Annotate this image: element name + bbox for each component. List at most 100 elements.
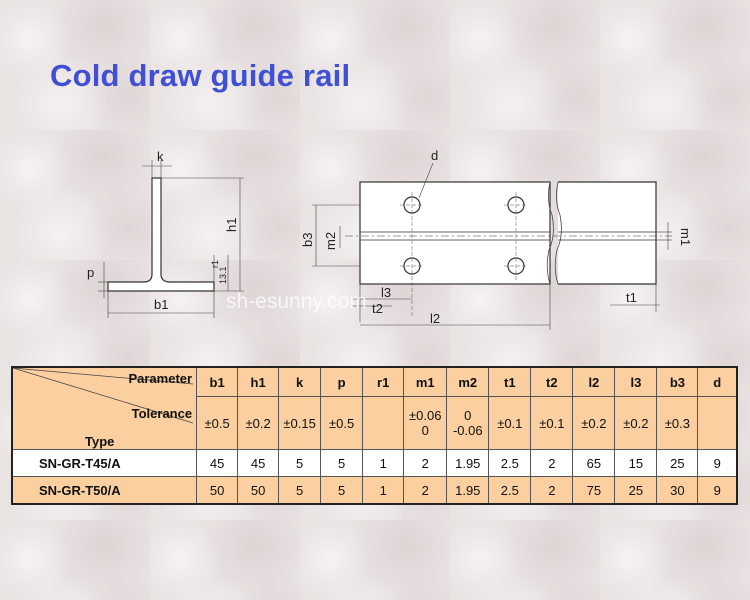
table-row: SN-GR-T45/A 45 45 5 5 1 2 1.95 2.5 2 65 … <box>11 449 738 477</box>
table-cell: 5 <box>278 449 322 477</box>
header-b1: b1 <box>196 366 239 397</box>
table-cell: 1 <box>362 476 405 505</box>
header-l2: l2 <box>572 366 616 397</box>
table-cell: 9 <box>697 449 738 477</box>
header-m2: m2 <box>446 366 490 397</box>
table-cell: 1 <box>362 449 405 477</box>
tolerance-value: 0 <box>464 408 472 423</box>
tolerance-cell: ±0.2 <box>614 396 658 450</box>
header-m1: m1 <box>403 366 448 397</box>
tolerance-value: -0.06 <box>452 423 483 438</box>
header-p: p <box>320 366 364 397</box>
table-cell: 75 <box>572 476 616 505</box>
header-t2: t2 <box>530 366 574 397</box>
dim-label-t1: t1 <box>626 290 637 305</box>
dim-label-b1: b1 <box>154 297 168 312</box>
header-l3: l3 <box>614 366 658 397</box>
table-cell: 15 <box>614 449 658 477</box>
tolerance-cell: ±0.1 <box>530 396 574 450</box>
dim-label-l2: l2 <box>430 311 440 326</box>
corner-label-type: Type <box>85 434 115 449</box>
tolerance-value: ±0.2 <box>245 415 271 431</box>
table-cell: 45 <box>237 449 280 477</box>
dim-label-r1: r1 <box>210 260 220 268</box>
tolerance-value: ±0.1 <box>539 415 565 431</box>
table-cell: 2.5 <box>488 476 532 505</box>
watermark-text: sh-esunny.com <box>226 290 367 313</box>
dim-label-t2: t2 <box>372 301 383 316</box>
dim-label-d: d <box>431 148 438 163</box>
dim-label-k: k <box>157 149 164 164</box>
tolerance-cell: ±0.2 <box>237 396 280 450</box>
tolerance-value: ±0.5 <box>329 415 355 431</box>
table-cell: 45 <box>196 449 239 477</box>
table-cell: 2.5 <box>488 449 532 477</box>
header-d: d <box>697 366 738 397</box>
tolerance-cell: ±0.1 <box>488 396 532 450</box>
table-cell: 5 <box>320 476 364 505</box>
table-cell: 25 <box>614 476 658 505</box>
header-b3: b3 <box>656 366 699 397</box>
table-cell: 50 <box>196 476 239 505</box>
tolerance-value: ±0.2 <box>581 415 607 431</box>
rail-center-groove <box>345 231 672 241</box>
tolerance-value: ±0.2 <box>623 415 649 431</box>
technical-drawing: k h1 p b1 r1 13.1 <box>87 148 693 330</box>
tolerance-value: ±0.1 <box>497 415 523 431</box>
table-cell: 25 <box>656 449 699 477</box>
row-type-label: SN-GR-T50/A <box>11 476 198 505</box>
t-profile-section <box>107 177 215 292</box>
rail-break-lines <box>546 181 562 285</box>
table-cell: 2 <box>530 476 574 505</box>
table-cell: 9 <box>697 476 738 505</box>
tolerance-cell: ±0.2 <box>572 396 616 450</box>
corner-label-parameter: Parameter <box>128 371 193 386</box>
dim-label-l3: l3 <box>381 285 391 300</box>
tolerance-cell: ±0.5 <box>320 396 364 450</box>
header-r1: r1 <box>362 366 405 397</box>
header-h1: h1 <box>237 366 280 397</box>
dim-label-b3: b3 <box>300 233 315 247</box>
table-cell: 1.95 <box>446 476 490 505</box>
table-cell: 5 <box>320 449 364 477</box>
table-cell: 30 <box>656 476 699 505</box>
tolerance-cell: ±0.5 <box>196 396 239 450</box>
table-cell: 65 <box>572 449 616 477</box>
header-k: k <box>278 366 322 397</box>
dim-label-h1: h1 <box>224 218 239 232</box>
specification-table: Parameter Tolerance Type b1 h1 k p r1 m1… <box>11 366 738 505</box>
tolerance-cell: ±0.15 <box>278 396 322 450</box>
table-cell: 1.95 <box>446 449 490 477</box>
row-type-label: SN-GR-T45/A <box>11 449 198 477</box>
table-cell: 2 <box>403 476 448 505</box>
table-cell: 50 <box>237 476 280 505</box>
table-cell: 2 <box>403 449 448 477</box>
rail-hole-centers <box>400 192 528 318</box>
header-t1: t1 <box>488 366 532 397</box>
tolerance-value: 0 <box>421 423 429 438</box>
dim-label-m2: m2 <box>323 232 338 250</box>
page-title: Cold draw guide rail <box>50 58 351 93</box>
tolerance-cell <box>697 396 738 450</box>
tolerance-value: ±0.3 <box>664 415 691 431</box>
corner-label-tolerance: Tolerance <box>131 406 193 421</box>
tolerance-cell: ±0.3 <box>656 396 699 450</box>
table-cell: 2 <box>530 449 574 477</box>
dim-label-p: p <box>87 265 94 280</box>
table-cell: 5 <box>278 476 322 505</box>
table-corner-cell: Parameter Tolerance Type <box>11 366 198 450</box>
table-header-row: Parameter Tolerance Type b1 h1 k p r1 m1… <box>11 366 738 450</box>
table-row: SN-GR-T50/A 50 50 5 5 1 2 1.95 2.5 2 75 … <box>11 476 738 505</box>
tolerance-cell: 0-0.06 <box>446 396 490 450</box>
dim-label-m1: m1 <box>678 228 693 246</box>
tolerance-value: ±0.5 <box>204 415 230 431</box>
tolerance-value: ±0.15 <box>283 415 316 431</box>
dim-label-13-1: 13.1 <box>218 266 228 284</box>
t-profile-dimensions <box>98 160 244 318</box>
tolerance-value: ±0.06 <box>409 408 442 423</box>
tolerance-cell <box>362 396 405 450</box>
corner-diagonals <box>13 368 193 424</box>
rail-dimension-lines <box>312 162 672 330</box>
